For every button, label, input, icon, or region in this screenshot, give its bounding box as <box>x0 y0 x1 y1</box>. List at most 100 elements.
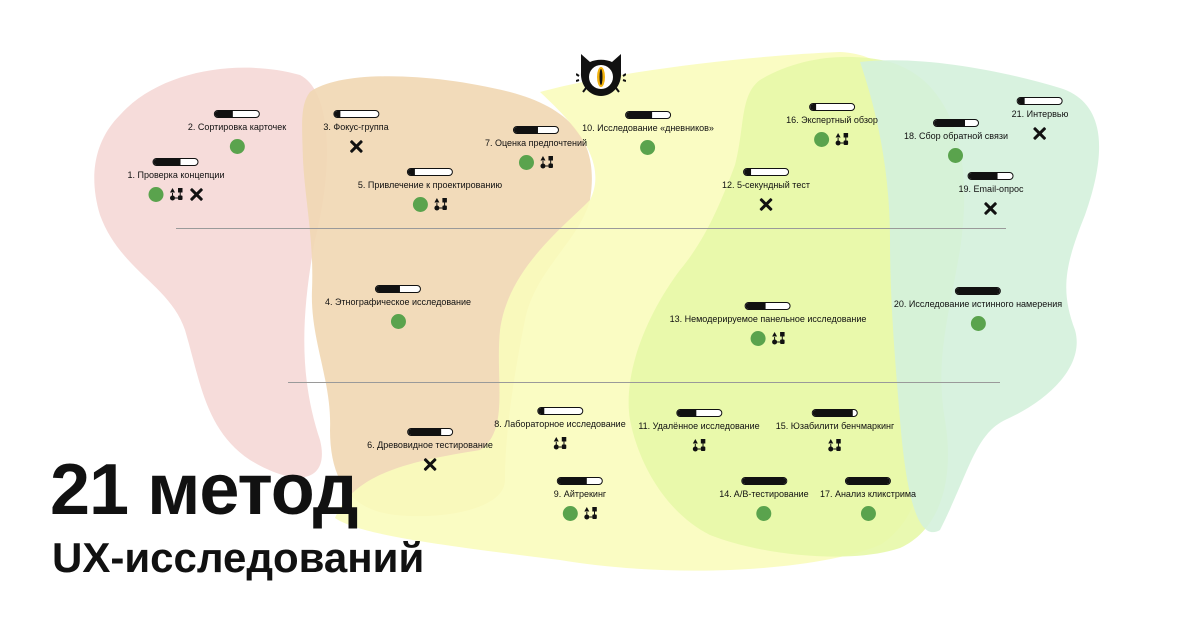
method-icons <box>358 195 502 213</box>
method-icons <box>325 312 471 330</box>
level-bar-fill <box>215 111 233 117</box>
method-m1: 1. Проверка концепции <box>128 158 225 203</box>
shapes-icon <box>433 197 447 211</box>
green-dot-icon <box>640 139 656 155</box>
cat-eye-logo-icon <box>575 50 627 103</box>
method-label: 15. Юзабилити бенчмаркинг <box>775 421 895 431</box>
method-label: 2. Сортировка карточек <box>187 122 287 132</box>
method-m3: 3. Фокус-группа <box>323 110 389 155</box>
cross-icon <box>984 201 998 215</box>
method-m10: 10. Исследование «дневников» <box>582 111 714 156</box>
level-bar-fill <box>333 111 341 117</box>
green-dot-icon <box>148 186 164 202</box>
method-icons <box>1012 124 1069 142</box>
level-bar-fill <box>809 104 817 110</box>
method-label: 8. Лабораторное исследование <box>494 419 626 429</box>
method-label: 18. Сбор обратной связи <box>904 131 1008 141</box>
method-m6: 6. Древовидное тестирование <box>367 428 493 473</box>
green-dot-icon <box>814 131 830 147</box>
level-bar-fill <box>375 286 401 292</box>
level-bar <box>743 168 789 176</box>
method-icons <box>367 455 493 473</box>
method-m14: 14. A/B-тестирование <box>719 477 809 522</box>
method-icons <box>719 504 808 522</box>
cross-icon <box>759 197 773 211</box>
method-m19: 19. Email-опрос <box>958 172 1024 217</box>
method-icons <box>128 185 225 203</box>
cross-icon <box>1033 126 1047 140</box>
method-m4: 4. Этнографическое исследование <box>325 285 471 330</box>
level-bar-fill <box>153 159 181 165</box>
level-bar <box>332 110 379 118</box>
level-bar <box>624 111 671 119</box>
level-bar <box>214 110 260 118</box>
method-icons <box>722 195 810 213</box>
region-lime <box>628 56 965 557</box>
method-m9: 9. Айтрекинг <box>554 477 606 522</box>
green-dot-icon <box>948 147 964 163</box>
level-bar-fill <box>744 169 751 175</box>
region-mint <box>860 60 1100 533</box>
green-dot-icon <box>750 330 766 346</box>
shapes-icon <box>553 436 567 450</box>
level-bar <box>741 477 787 485</box>
level-bar-fill <box>745 303 766 309</box>
region-orange <box>302 76 592 517</box>
cross-icon <box>189 187 203 201</box>
cross-icon <box>349 139 363 153</box>
level-bar <box>152 158 199 166</box>
method-icons <box>959 199 1024 217</box>
method-label: 3. Фокус-группа <box>323 122 389 132</box>
shapes-icon <box>539 155 553 169</box>
level-bar-fill <box>408 429 441 435</box>
level-bar <box>512 126 559 134</box>
method-label: 19. Email-опрос <box>958 184 1024 194</box>
method-m16: 16. Экспертный обзор <box>786 103 878 148</box>
green-dot-icon <box>518 154 534 170</box>
method-label: 16. Экспертный обзор <box>786 115 878 125</box>
method-m13: 13. Немодерируемое панельное исследовани… <box>669 302 867 347</box>
method-m5: 5. Привлечение к проектированию <box>358 168 502 213</box>
method-icons <box>638 436 759 454</box>
green-dot-icon <box>756 505 772 521</box>
divider-bottom <box>288 382 1000 383</box>
method-label: 13. Немодерируемое панельное исследовани… <box>669 314 867 324</box>
level-bar <box>955 287 1001 295</box>
green-dot-icon <box>970 315 986 331</box>
method-label: 12. 5-секундный тест <box>722 180 810 190</box>
green-dot-icon <box>860 505 876 521</box>
level-bar-fill <box>933 120 965 126</box>
method-label: 7. Оценка предпочтений <box>484 138 588 148</box>
method-label: 11. Удалённое исследование <box>638 421 760 431</box>
method-label: 14. A/B-тестирование <box>719 489 809 499</box>
level-bar-fill <box>513 127 539 133</box>
method-m2: 2. Сортировка карточек <box>188 110 286 155</box>
level-bar <box>407 428 453 436</box>
level-bar <box>808 103 855 111</box>
cross-icon <box>423 457 437 471</box>
page-subtitle: UX-исследований <box>52 534 425 581</box>
method-icons <box>776 436 894 454</box>
method-icons <box>554 504 606 522</box>
method-m21: 21. Интервью <box>1012 97 1069 142</box>
method-icons <box>820 504 916 522</box>
level-bar-fill <box>742 478 786 484</box>
level-bar-fill <box>956 288 1000 294</box>
level-bar-fill <box>1017 98 1025 104</box>
level-bar <box>968 172 1014 180</box>
level-bar-fill <box>407 169 415 175</box>
level-bar-fill <box>557 478 587 484</box>
method-icons <box>670 329 867 347</box>
method-m12: 12. 5-секундный тест <box>722 168 810 213</box>
level-bar <box>675 409 722 417</box>
level-bar <box>374 285 421 293</box>
shapes-icon <box>692 438 706 452</box>
level-bar <box>811 409 858 417</box>
level-bar-fill <box>969 173 998 179</box>
method-icons <box>494 434 625 452</box>
method-label: 9. Айтрекинг <box>553 489 607 499</box>
method-m17: 17. Анализ кликстрима <box>820 477 916 522</box>
level-bar <box>556 477 603 485</box>
